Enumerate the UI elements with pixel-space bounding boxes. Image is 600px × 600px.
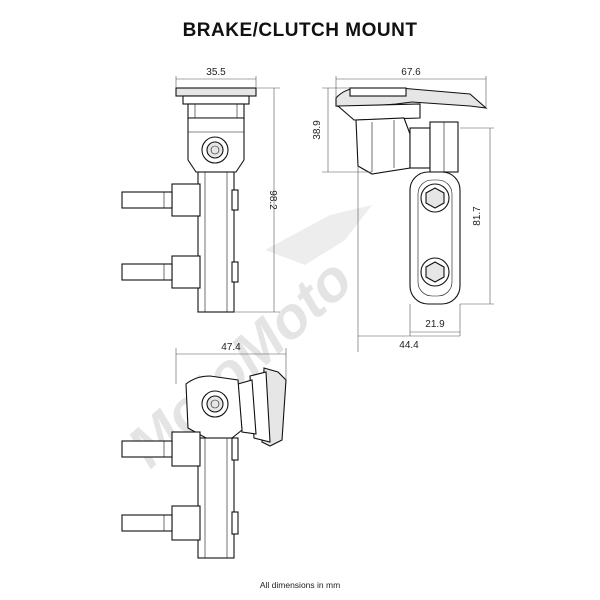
dim-front-width: 35.5 <box>206 67 226 78</box>
side-view-dimensions: 67.6 38.9 81.7 21.9 44.4 <box>312 67 494 352</box>
front-view <box>121 87 257 313</box>
dim-front-height: 98.2 <box>267 190 278 210</box>
page-title: BRAKE/CLUTCH MOUNT <box>182 20 418 41</box>
watermark-logo: MotoMoto <box>115 205 372 480</box>
dim-side-height-arm: 81.7 <box>472 206 483 226</box>
dim-bottom-width: 47.4 <box>221 342 241 353</box>
dim-side-width: 67.6 <box>401 67 421 78</box>
footer-note: All dimensions in mm <box>259 580 341 590</box>
bottom-view-dimensions: 47.4 <box>175 342 287 384</box>
dim-side-inner-width: 21.9 <box>425 319 445 330</box>
dim-side-total-width: 44.4 <box>399 340 419 351</box>
side-view <box>335 87 488 305</box>
front-view-dimensions: 35.5 98.2 <box>175 67 280 313</box>
bottom-view <box>121 367 287 559</box>
dim-side-height-top: 38.9 <box>312 120 323 140</box>
